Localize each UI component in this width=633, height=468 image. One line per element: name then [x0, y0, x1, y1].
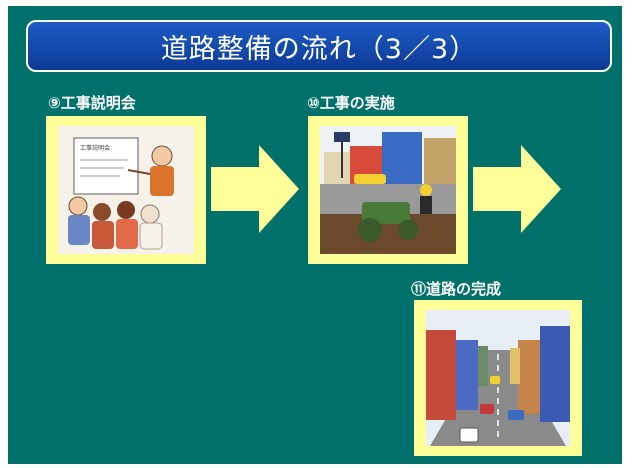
- flow-arrow-2: [473, 145, 561, 233]
- step-10-frame: [308, 116, 468, 264]
- construction-drawing: [320, 126, 456, 254]
- step-10-label: ⑩工事の実施: [307, 94, 395, 112]
- completed-road-illustration: [426, 310, 570, 446]
- slide-title: 道路整備の流れ（3／3）: [26, 20, 612, 72]
- step-11-frame: [414, 300, 582, 456]
- completed-road-drawing: [426, 310, 570, 446]
- briefing-drawing: 工事説明会: [68, 137, 174, 250]
- step-9-frame: 工事説明会: [46, 116, 206, 264]
- briefing-illustration: 工事説明会: [58, 126, 194, 254]
- step-9-label: ⑨工事説明会: [48, 94, 136, 112]
- flow-arrow-1: [211, 145, 299, 233]
- construction-illustration: [320, 126, 456, 254]
- board-text: 工事説明会: [80, 144, 110, 152]
- step-11-label: ⑪道路の完成: [411, 280, 502, 298]
- slide: 道路整備の流れ（3／3） ⑨工事説明会 工事説明会: [8, 6, 622, 464]
